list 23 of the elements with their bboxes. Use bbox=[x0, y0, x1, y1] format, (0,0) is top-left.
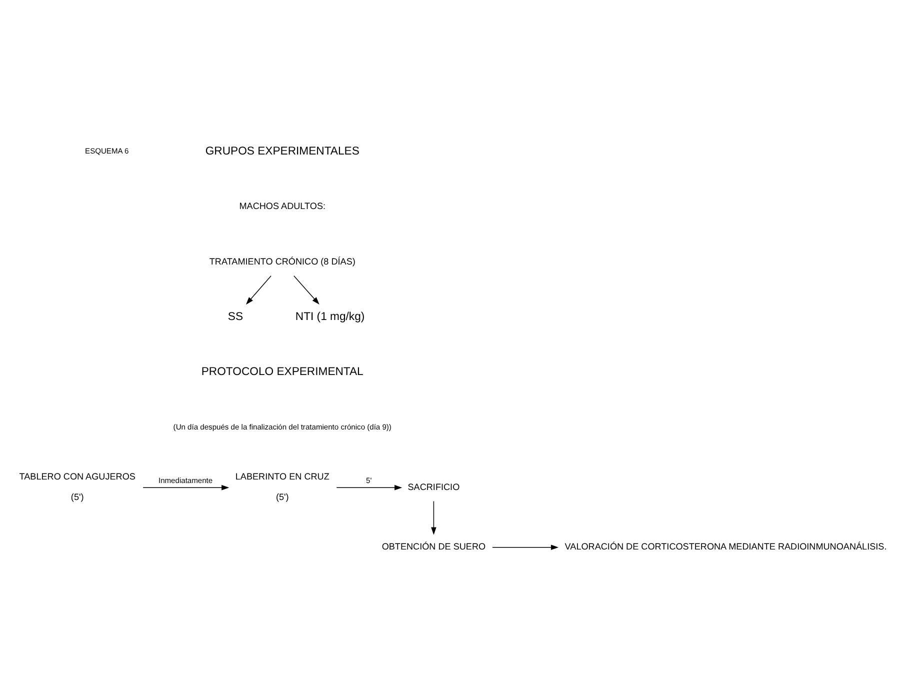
node-text: OBTENCIÓN DE SUERO bbox=[382, 541, 486, 552]
arrow bbox=[336, 484, 402, 490]
node-text: VALORACIÓN DE CORTICOSTERONA MEDIANTE RADIOINMUNOANÁLISIS. bbox=[564, 541, 887, 552]
node-label: (5') bbox=[276, 492, 289, 502]
label: ESQUEMA 6 bbox=[85, 146, 129, 156]
label: GRUPOS EXPERIMENTALES bbox=[205, 144, 360, 157]
node-text: TABLERO CON AGUJEROS bbox=[19, 471, 136, 482]
node-text: SACRIFICIO bbox=[408, 481, 460, 492]
node-label: (5') bbox=[70, 492, 84, 502]
arrow bbox=[492, 544, 559, 550]
arrow bbox=[142, 484, 230, 490]
arrow bbox=[294, 275, 320, 304]
node-text: NTI (1 mg/kg) bbox=[295, 310, 365, 322]
label: PROTOCOLO EXPERIMENTAL bbox=[201, 366, 364, 378]
node-text: LABERINTO EN CRUZ bbox=[235, 471, 330, 482]
arrow bbox=[246, 275, 272, 304]
node-text: SS bbox=[228, 310, 244, 322]
edge-label: Inmediatamente bbox=[158, 476, 213, 485]
label: MACHOS ADULTOS: bbox=[239, 200, 326, 211]
arrow bbox=[431, 500, 436, 534]
label: (Un día después de la finalización del tratamiento crónico (día 9)) bbox=[173, 422, 392, 432]
edge-label: 5' bbox=[366, 476, 372, 485]
node-text: TRATAMIENTO CRÓNICO (8 DÍAS) bbox=[209, 256, 356, 266]
